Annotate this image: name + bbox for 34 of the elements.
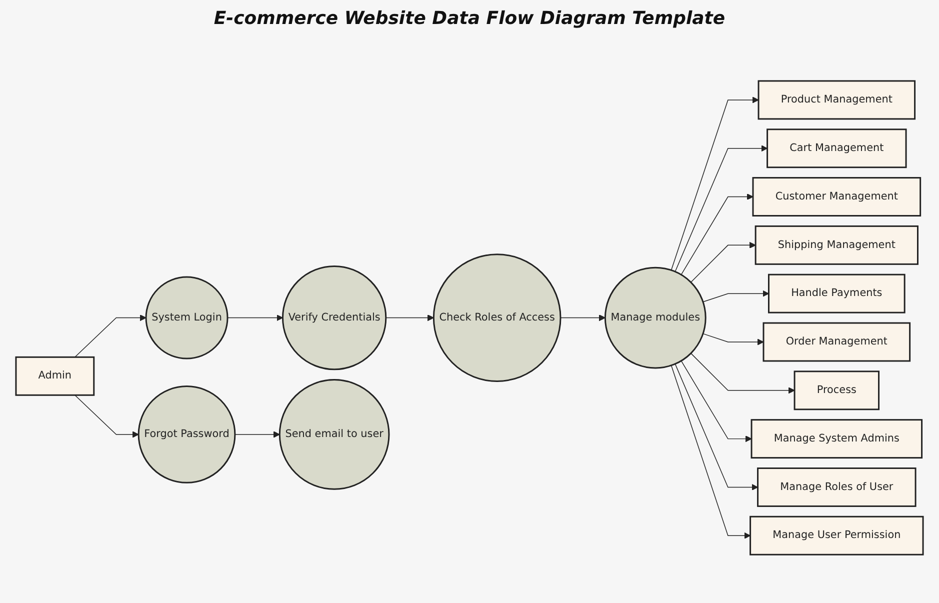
node-box: Admin: [15, 356, 95, 396]
node-box: Handle Payments: [768, 274, 906, 314]
diagram-title: E-commerce Website Data Flow Diagram Template: [212, 8, 726, 29]
arrow: [560, 314, 606, 322]
arrow: [690, 353, 795, 394]
node-box: Order Management: [762, 322, 911, 362]
arrow: [670, 96, 759, 271]
node-circle: Verify Credentials: [282, 266, 387, 370]
arrow: [674, 145, 768, 272]
node-box: Cart Management: [766, 128, 907, 168]
node-box: Customer Management: [752, 177, 922, 217]
arrow: [234, 431, 280, 438]
arrow: [74, 394, 139, 438]
node-circle: Check Roles of Access: [432, 254, 562, 382]
arrow: [680, 194, 754, 276]
arrow: [680, 360, 752, 442]
node-circle: Forgot Password: [138, 386, 236, 484]
node-circle: System Login: [145, 276, 228, 360]
arrow: [690, 242, 756, 283]
node-box: Shipping Management: [754, 226, 918, 266]
node-box: Manage Roles of User: [757, 468, 916, 508]
arrow: [674, 364, 758, 491]
node-circle: Send email to user: [278, 379, 390, 490]
node-box: Manage User Permission: [750, 516, 924, 556]
arrow: [702, 290, 770, 302]
node-box: Process: [794, 370, 880, 410]
node-box: Manage System Admins: [750, 419, 923, 459]
arrow: [227, 314, 284, 322]
node-circle: Manage modules: [604, 267, 706, 369]
arrow: [74, 314, 146, 358]
arrow: [386, 314, 434, 322]
node-box: Product Management: [758, 80, 916, 120]
arrow: [670, 365, 751, 540]
arrow: [702, 334, 764, 346]
